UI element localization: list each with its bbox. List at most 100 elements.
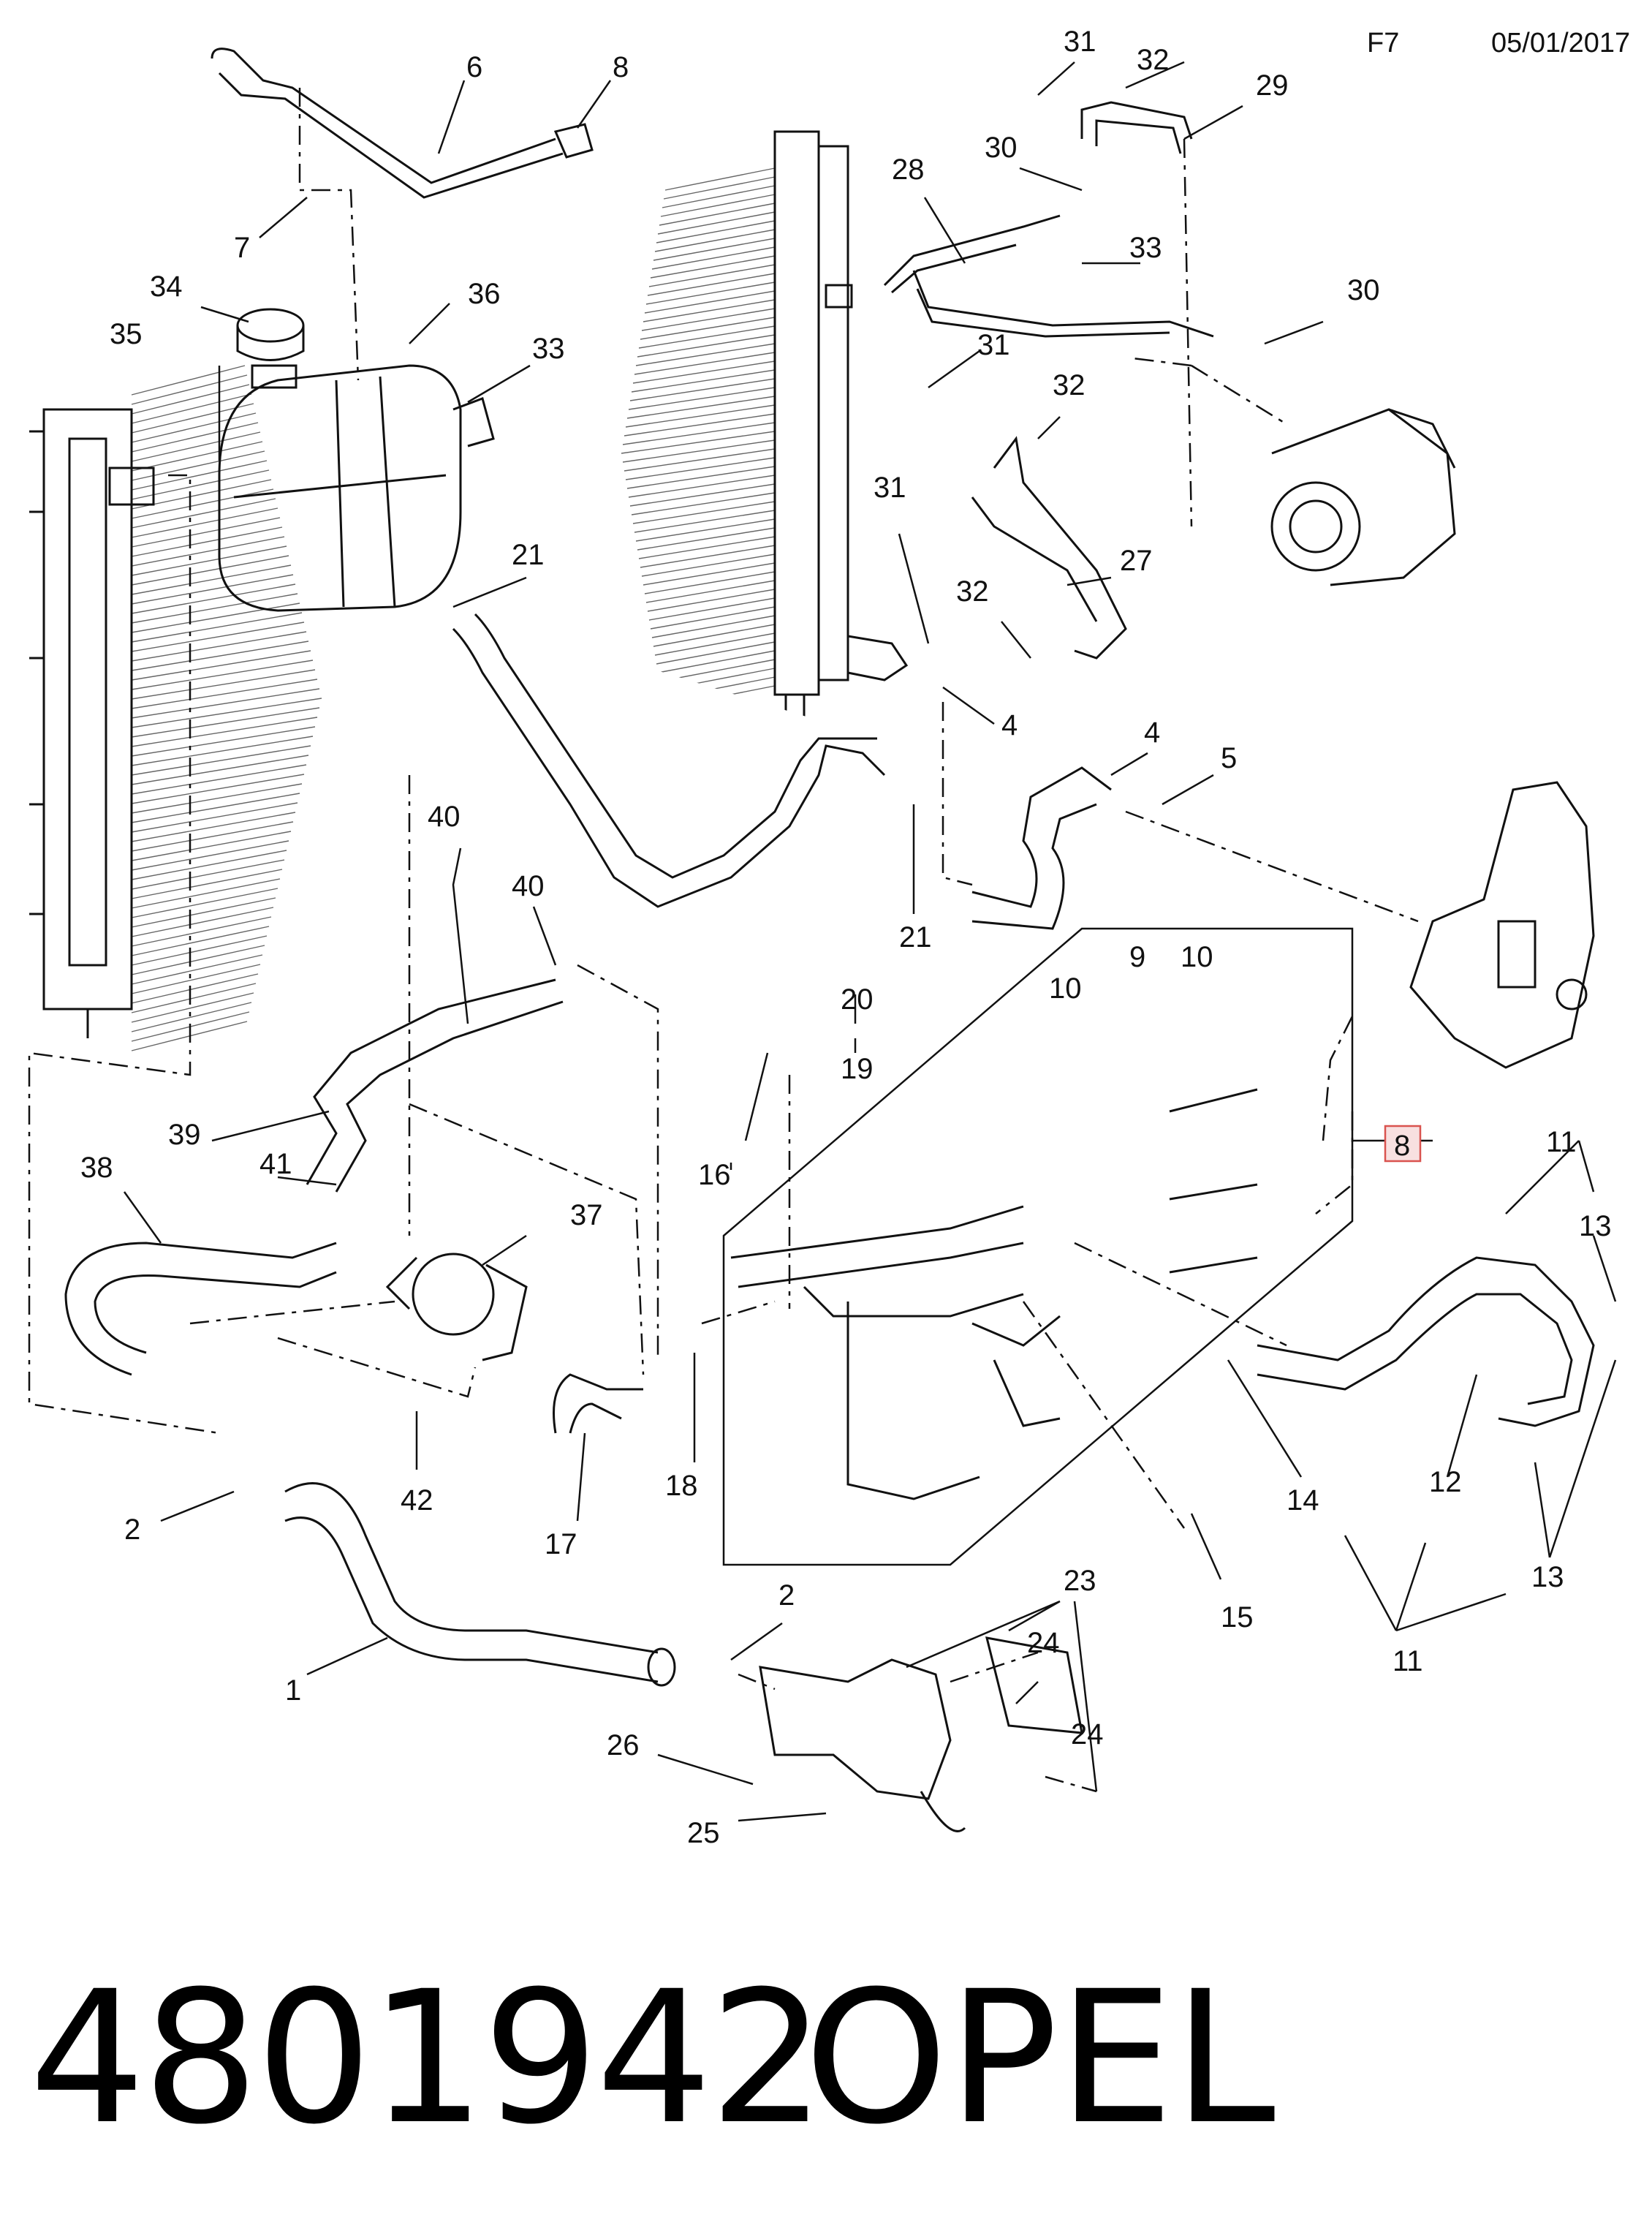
callout-7: 8 (613, 51, 629, 83)
radiator-fin (131, 479, 272, 510)
radiator-fin (647, 589, 776, 612)
radiator-fin (131, 736, 314, 766)
radiator-fin (131, 907, 274, 937)
radiator-fin (648, 597, 776, 621)
callout-40-a: 40 (428, 801, 461, 833)
radiator-fin (644, 571, 776, 594)
radiator-fin (131, 526, 283, 557)
radiator-fin (131, 593, 298, 624)
radiator-fin (628, 387, 776, 410)
part-number: 4801942 (29, 1952, 825, 2164)
radiator-fin (131, 583, 296, 614)
callout-30-a: 30 (985, 132, 1018, 164)
coolant-reservoir (218, 308, 495, 612)
callout-4-a: 4 (1001, 709, 1018, 741)
radiator-fin (131, 888, 279, 918)
radiator-fin (131, 878, 281, 909)
radiator-fin (640, 545, 776, 568)
callout-11-a: 11 (1546, 1126, 1577, 1158)
radiator-fin (634, 352, 776, 375)
radiator-fin (657, 650, 776, 673)
callout-labels: 6 8 7 34 36 35 33 21 31 32 29 30 28 33 3… (80, 26, 1612, 1849)
radiator-fin (622, 439, 776, 463)
radiator-fin (131, 384, 250, 415)
radiator-fin (131, 916, 272, 947)
radiator-fin (131, 641, 309, 671)
callout-17: 17 (545, 1528, 577, 1560)
radiator-fin (626, 396, 776, 419)
callout-41: 40 (512, 870, 545, 902)
radiator-fin (131, 555, 289, 586)
hose-40 (306, 978, 564, 1193)
radiator-fin (131, 859, 285, 890)
radiator-fin (656, 220, 776, 243)
radiator-fin (654, 229, 776, 252)
callout-12: 12 (1429, 1466, 1462, 1498)
radiator-fin (131, 679, 318, 709)
callout-9: 9 (1129, 941, 1145, 973)
radiator-fin (664, 167, 776, 191)
radiator-fin (131, 669, 316, 700)
callout-2-b: 2 (778, 1579, 795, 1612)
callout-30-b: 30 (1347, 274, 1380, 306)
cooling-system-exploded-diagram: 6 8 7 34 36 35 33 21 31 32 29 30 28 33 3… (28, 26, 1617, 1849)
radiator-fin (656, 641, 776, 665)
callout-leaders (123, 61, 1617, 1822)
radiator-fin (648, 264, 776, 287)
callout-25: 25 (687, 1817, 720, 1849)
callout-24: 24 (1027, 1627, 1060, 1659)
radiator-center (621, 130, 909, 731)
radiator-fin (131, 517, 281, 548)
radiator-fin (131, 983, 257, 1013)
callout-40-b: 39 (168, 1119, 201, 1151)
callout-42: 41 (259, 1148, 292, 1180)
thermostat-housing (759, 1636, 1083, 1832)
radiator-fin (643, 299, 776, 322)
radiator-fin (638, 536, 776, 559)
radiator-fin (131, 707, 320, 738)
radiator-fin (628, 475, 776, 498)
callout-28: 28 (892, 154, 925, 186)
radiator-fin (626, 466, 776, 489)
callout-31-c: 31 (874, 472, 906, 504)
radiator-fin (131, 498, 276, 529)
callout-43: 42 (401, 1484, 433, 1516)
hose-1 (284, 1482, 659, 1683)
callout-37: 36 (468, 278, 501, 310)
callout-8-highlight[interactable]: 8 (1384, 1125, 1422, 1163)
hose-11 (1257, 1256, 1595, 1427)
radiator-fin (629, 483, 776, 507)
radiator-fin (131, 1002, 252, 1032)
radiator-fin (131, 745, 311, 776)
radiator-fin (131, 774, 305, 804)
radiator-fin (621, 431, 776, 454)
radiator-fin (131, 488, 274, 519)
callout-3: 4 (1144, 717, 1160, 749)
radiator-fin (131, 964, 261, 994)
callout-39: 38 (80, 1152, 113, 1184)
radiator-fin (131, 536, 285, 567)
radiator-fin (131, 793, 300, 823)
radiator-fin (131, 954, 263, 985)
callout-26: 26 (607, 1729, 640, 1761)
radiator-fin (641, 554, 776, 577)
callout-2-a: 2 (124, 1514, 140, 1546)
callout-23: 24 (1071, 1718, 1104, 1750)
callout-1: 1 (285, 1674, 301, 1707)
radiator-fin (624, 413, 776, 437)
radiator-fin (131, 612, 303, 643)
radiator-fin (131, 698, 322, 728)
callout-18: 18 (665, 1470, 698, 1502)
radiator-fin (625, 457, 776, 480)
radiator-fin (663, 176, 776, 200)
radiator-fin (659, 203, 776, 226)
radiator-fin (131, 622, 305, 652)
radiator-fin (131, 393, 252, 424)
radiator-fin (634, 510, 776, 533)
radiator-fin (131, 717, 318, 747)
radiator-fin (632, 360, 776, 384)
hose-5 (211, 48, 564, 199)
radiator-fin (131, 564, 292, 595)
callout-16: 16 (698, 1159, 731, 1191)
radiator-fin (131, 507, 279, 538)
